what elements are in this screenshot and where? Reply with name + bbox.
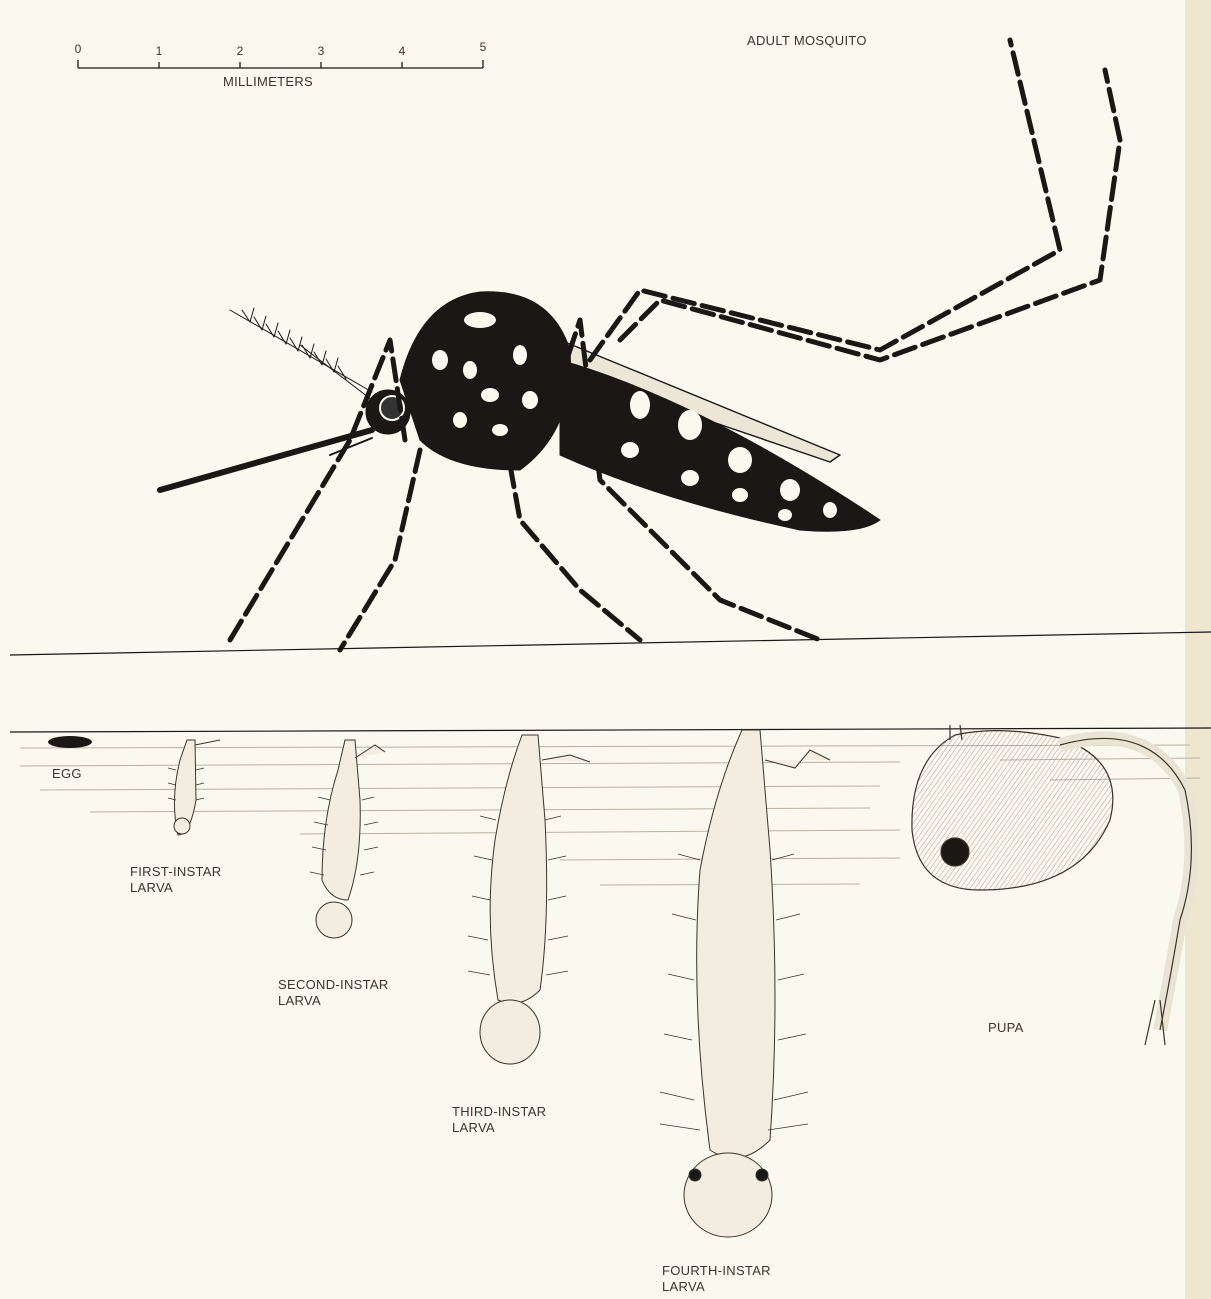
label-pupa: PUPA: [988, 1020, 1024, 1036]
third-instar-larva-drawing: [468, 735, 590, 1064]
first-instar-larva-drawing: [168, 740, 220, 835]
label-line: FIRST-INSTAR: [130, 864, 221, 880]
label-fourth-instar: FOURTH-INSTAR LARVA: [662, 1263, 771, 1295]
ground-line: [10, 632, 1211, 655]
scale-tick-1: 1: [156, 44, 163, 58]
label-third-instar: THIRD-INSTAR LARVA: [452, 1104, 546, 1136]
label-line: LARVA: [452, 1120, 546, 1136]
label-egg: EGG: [52, 766, 82, 782]
label-line: THIRD-INSTAR: [452, 1104, 546, 1120]
adult-mosquito-drawing: [160, 40, 1120, 650]
label-second-instar: SECOND-INSTAR LARVA: [278, 977, 389, 1009]
label-line: LARVA: [130, 880, 221, 896]
fourth-instar-larva-drawing: [660, 730, 830, 1237]
label-line: LARVA: [662, 1279, 771, 1295]
second-instar-larva-drawing: [310, 740, 385, 938]
scale-tick-4: 4: [399, 44, 406, 58]
label-line: LARVA: [278, 993, 389, 1009]
egg-drawing: [48, 736, 92, 748]
scale-tick-2: 2: [237, 44, 244, 58]
scale-tick-5: 5: [480, 40, 487, 54]
label-line: FOURTH-INSTAR: [662, 1263, 771, 1279]
scale-tick-0: 0: [75, 42, 82, 56]
label-line: SECOND-INSTAR: [278, 977, 389, 993]
antenna: [230, 308, 372, 400]
paper-edge: [1185, 0, 1211, 1299]
pupa-drawing: [912, 725, 1192, 1045]
scale-tick-3: 3: [318, 44, 325, 58]
scale-unit-label: MILLIMETERS: [223, 74, 313, 90]
label-adult-mosquito: ADULT MOSQUITO: [747, 33, 867, 49]
label-first-instar: FIRST-INSTAR LARVA: [130, 864, 221, 896]
legs: [230, 40, 1120, 650]
scale-bar: [78, 60, 483, 68]
